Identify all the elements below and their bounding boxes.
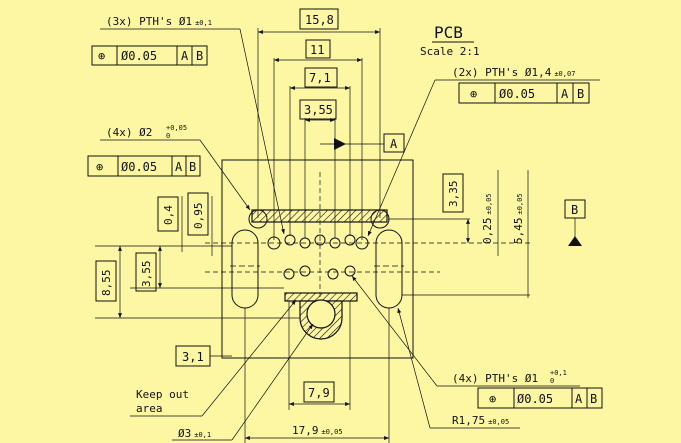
callout-pth-2x-label: (2x) PTH's Ø1,4±0,07 — [452, 66, 575, 79]
hole-4x-tol-lower: 0 — [166, 132, 170, 140]
callout-pth-2x: (2x) PTH's Ø1,4±0,07 ⊕ Ø0.05 A B — [367, 66, 600, 237]
tol-datum-a: A — [181, 49, 189, 63]
pth-4x-tol-upper: +0,1 — [550, 369, 567, 377]
hole-4x-tol-upper: +0,05 — [166, 124, 187, 132]
dim-7-9-label: 7,9 — [308, 386, 330, 400]
callout-radius-label: R1,75±0,05 — [452, 414, 509, 427]
dim-7-1: 7,1 — [289, 67, 351, 236]
drawing-title: PCB — [434, 23, 463, 42]
dim-0-25-label: 0,25±0,05 — [481, 193, 494, 244]
callout-pth-4x-label: (4x) PTH's Ø1 — [452, 372, 538, 385]
datum-b-label: B — [571, 203, 578, 217]
top-hatched-pad — [251, 209, 388, 223]
pth-hole — [344, 265, 356, 277]
dim-8-55: 8,55 — [95, 245, 300, 319]
dim-3-55-left: 3,55 — [130, 246, 284, 292]
dim-3-55-top: 3,55 — [299, 99, 337, 238]
tol-value: Ø0.05 — [121, 160, 157, 174]
dim-17-9-label: 17,9±0,05 — [292, 424, 343, 437]
dim-0-4: 0,4 — [157, 196, 183, 252]
keep-out-line1: Keep out — [136, 388, 189, 401]
pth-4x-tol-lower: 0 — [550, 377, 554, 385]
dim-0-25: 0,25±0,05 — [481, 170, 499, 256]
dim-11-label: 11 — [310, 43, 324, 57]
dim-15-8-label: 15,8 — [305, 13, 334, 27]
dim-3-35-label: 3,35 — [447, 181, 460, 208]
tol-datum-a: A — [561, 87, 569, 101]
tol-symbol: ⊕ — [98, 49, 105, 63]
callout-hole-3-label: Ø3±0,1 — [178, 427, 211, 440]
dim-7-9: 7,9 — [288, 301, 351, 410]
right-slot — [375, 229, 403, 309]
datum-b: B — [564, 199, 586, 246]
callout-pth-4x: (4x) PTH's Ø1 +0,1 0 ⊕ Ø0.05 A B — [351, 275, 603, 409]
dim-3-1-label: 3,1 — [182, 350, 204, 364]
keep-out-line2: area — [136, 402, 163, 415]
tol-datum-b: B — [590, 392, 597, 406]
tol-symbol: ⊕ — [96, 160, 103, 174]
tol-datum-a: A — [175, 160, 183, 174]
hole-3mm — [306, 299, 336, 329]
callout-hole-4x: (4x) Ø2 +0,05 0 ⊕ Ø0.05 A B — [87, 124, 251, 211]
tol-value: Ø0.05 — [121, 49, 157, 63]
tol-value: Ø0.05 — [517, 392, 553, 406]
dim-0-4-label: 0,4 — [162, 205, 175, 225]
dim-15-8: 15,8 — [257, 8, 381, 218]
callout-pth-3x-label: (3x) PTH's Ø1±0,1 — [106, 15, 212, 28]
tol-datum-b: B — [577, 87, 584, 101]
callout-pth-3x: (3x) PTH's Ø1±0,1 ⊕ Ø0.05 A B — [91, 15, 285, 235]
callout-radius: R1,75±0,05 — [397, 307, 520, 429]
tol-datum-b: B — [189, 160, 196, 174]
dim-7-1-label: 7,1 — [309, 71, 331, 85]
datum-a-label: A — [390, 137, 398, 151]
tol-symbol: ⊕ — [470, 87, 477, 101]
pth-hole — [283, 268, 295, 280]
pth-hole — [344, 234, 356, 246]
top-row-holes — [267, 234, 369, 250]
callout-hole-4x-label: (4x) Ø2 — [106, 126, 152, 139]
tol-symbol: ⊕ — [489, 392, 496, 406]
datum-a: A — [320, 133, 405, 153]
pth-hole — [299, 265, 311, 277]
center-lines — [205, 172, 532, 300]
tol-datum-a: A — [575, 392, 583, 406]
dim-3-55-left-label: 3,55 — [140, 261, 153, 288]
tol-datum-b: B — [196, 49, 203, 63]
dim-3-55-top-label: 3,55 — [304, 103, 333, 117]
left-slot — [231, 229, 259, 309]
dim-3-1: 3,1 — [175, 345, 232, 367]
callout-hole-3: Ø3±0,1 — [172, 323, 314, 441]
dim-0-95-label: 0,95 — [192, 203, 205, 230]
tol-value: Ø0.05 — [499, 87, 535, 101]
dim-17-9: 17,9±0,05 — [244, 308, 390, 443]
dim-11: 11 — [273, 39, 363, 240]
component-outline — [221, 159, 414, 359]
bottom-row-holes — [283, 265, 356, 280]
dim-5-45: 5,45±0,05 — [402, 170, 530, 298]
pth-hole — [284, 234, 296, 246]
dim-0-95: 0,95 — [187, 192, 213, 256]
callout-keep-out: Keep out area — [130, 299, 297, 417]
dim-3-35: 3,35 — [388, 173, 470, 243]
drawing-scale: Scale 2:1 — [420, 45, 480, 58]
dim-8-55-label: 8,55 — [100, 270, 113, 297]
dim-5-45-label: 5,45±0,05 — [512, 193, 525, 244]
pth-hole — [327, 268, 339, 280]
